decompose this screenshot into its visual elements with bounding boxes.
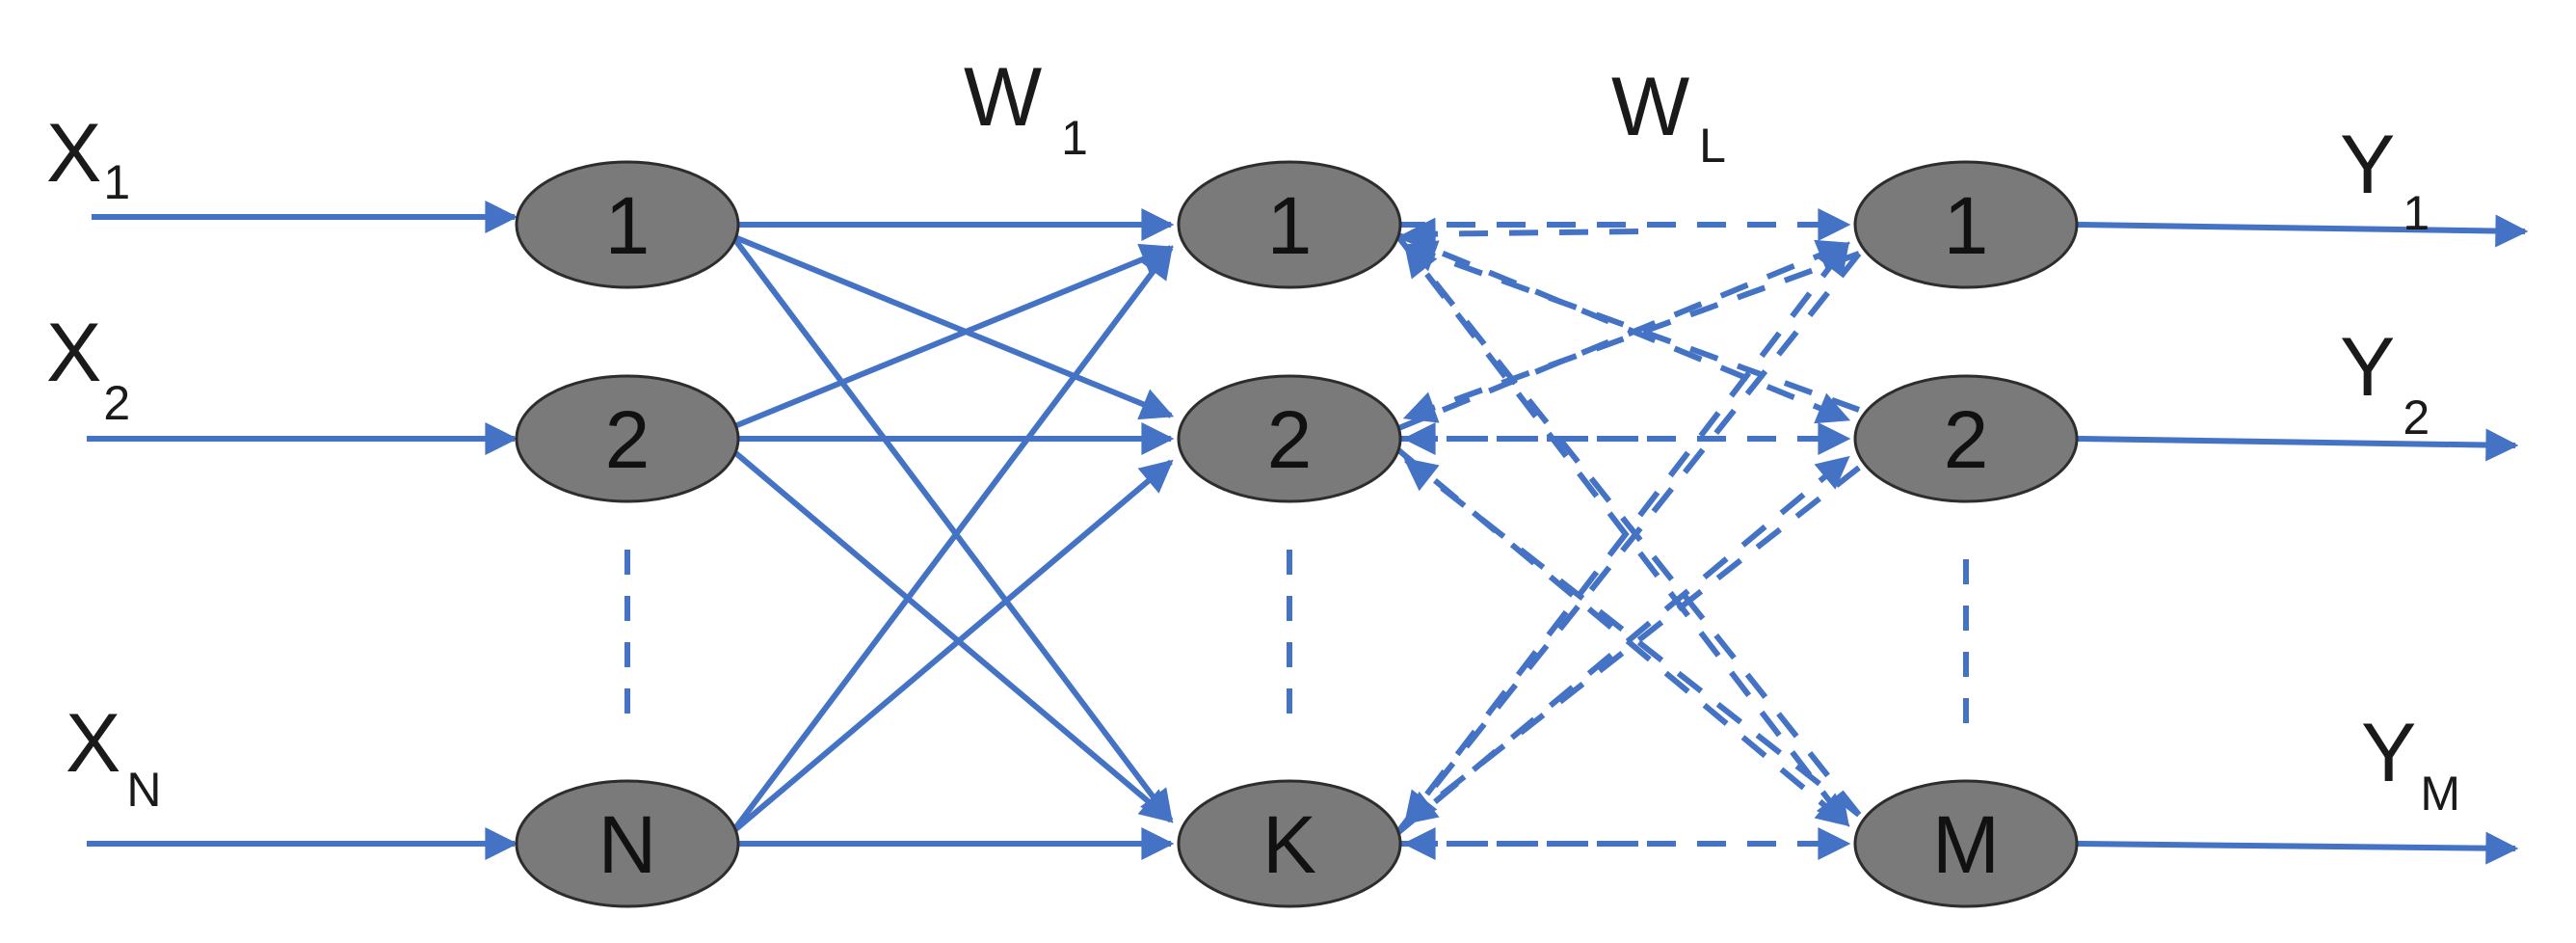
node-label: K: [1262, 799, 1316, 890]
node-label: 2: [1267, 394, 1313, 485]
input-label-x2: X2: [46, 307, 130, 430]
edge-hidk-out1: [1394, 241, 1850, 836]
edge-hid2-out1: [1394, 239, 1851, 432]
edge-out2-hidk: [1403, 465, 1861, 825]
hidden-node-k: K: [1177, 779, 1402, 908]
input-layer: 1 2 N: [515, 160, 740, 908]
edge-inn-hid2: [730, 459, 1174, 835]
node-label: 2: [605, 394, 651, 485]
hidden-layer: 1 2 K: [1177, 160, 1402, 908]
input-node-2: 2: [515, 374, 740, 503]
layer-ellipses: [624, 550, 1969, 738]
node-label: 2: [1944, 394, 1989, 485]
output-node-1: 1: [1853, 160, 2079, 289]
node-label: 1: [1267, 180, 1313, 271]
input-node-n: N: [515, 779, 740, 908]
edge-out1-hid2: [1402, 251, 1861, 423]
edge-hid1-out2: [1394, 231, 1851, 424]
output-layer: 1 2 M: [1853, 160, 2079, 908]
edge-in2-hidk: [730, 447, 1174, 823]
input-label-x1: X1: [46, 107, 130, 209]
node-label: N: [598, 799, 657, 890]
edge-outm-hid1: [1403, 243, 1862, 817]
output-arrow-y2: [2076, 428, 2519, 462]
hidden-node-2: 2: [1177, 374, 1402, 503]
output-label-y1: Y1: [2340, 119, 2430, 240]
input-node-1: 1: [515, 160, 740, 289]
edge-outm-hid2: [1403, 457, 1861, 818]
edge-inn-hid1: [730, 245, 1174, 834]
node-label: 1: [605, 180, 651, 271]
edge-out2-hid1: [1402, 240, 1861, 413]
output-arrow-ym: [2076, 831, 2519, 865]
connection-edges: [87, 201, 2529, 865]
hidden-node-1: 1: [1177, 160, 1402, 289]
edge-in1-hidk: [730, 234, 1174, 823]
output-node-m: M: [1853, 779, 2079, 908]
node-label: 1: [1944, 180, 1989, 271]
output-label-ym: YM: [2361, 707, 2460, 821]
edge-in2-hid1: [730, 243, 1175, 430]
output-label-y2: Y2: [2340, 321, 2430, 445]
edge-out1-hidk: [1403, 252, 1862, 825]
output-arrow-y1: [2076, 214, 2529, 248]
output-node-2: 2: [1853, 374, 2079, 503]
edge-back-hid1: [1402, 217, 1639, 251]
node-label: M: [1932, 799, 2000, 890]
edge-in1-hid2: [730, 233, 1175, 420]
